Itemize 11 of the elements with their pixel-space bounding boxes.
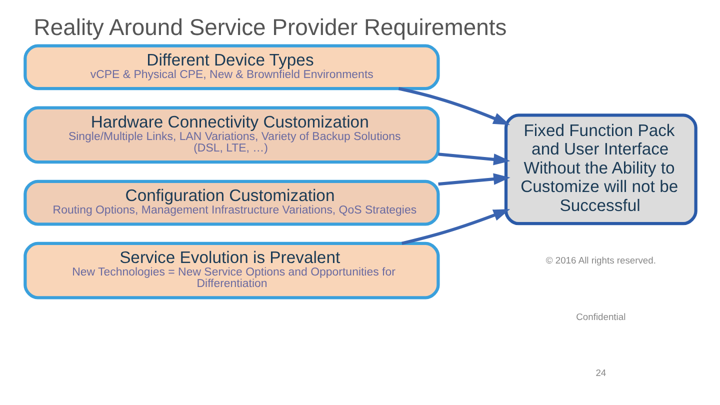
- arrow: [438, 152, 510, 166]
- node-box: Fixed Function Pack and User Interface Without the Ability to Customize will not be Successful: [504, 114, 697, 226]
- arrow: [438, 173, 510, 186]
- node-box: Service Evolution is Prevalent New Technologies = New Service Options and Opportunities for Differentiation: [23, 242, 440, 300]
- label: © 2016 All rights reserved.: [545, 255, 656, 266]
- node-box: Different Device Types vCPE & Physical CPE, New & Brownfield Environments: [23, 44, 440, 90]
- label: Confidential: [576, 312, 626, 322]
- label: 24: [595, 368, 606, 378]
- node-box: Configuration Customization Routing Options, Management Infrastructure Variations, QoS Strategies: [23, 180, 440, 226]
- node-box: Hardware Connectivity Customization Single/Multiple Links, LAN Variations, Variety of Backup Solutions (DSL, LTE, …): [23, 106, 440, 164]
- diagram-title: Reality Around Service Provider Requirements: [33, 14, 506, 40]
